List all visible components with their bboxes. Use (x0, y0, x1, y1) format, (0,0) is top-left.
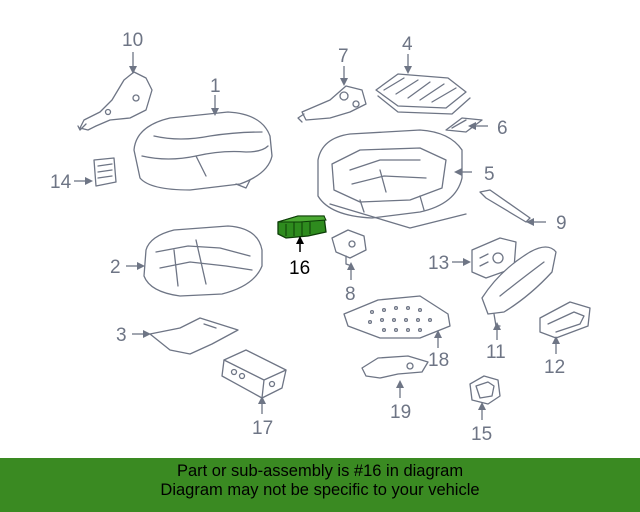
part-10 (77, 52, 153, 131)
part-14 (74, 157, 117, 187)
part-3 (132, 317, 239, 355)
part-2 (126, 225, 263, 297)
part-9 (479, 189, 546, 226)
part-12 (539, 301, 591, 354)
callout-3: 3 (116, 325, 127, 346)
part-7 (297, 66, 367, 123)
callout-5: 5 (484, 164, 495, 185)
part-6 (445, 117, 488, 133)
callout-6: 6 (497, 118, 508, 139)
callout-9: 9 (556, 213, 567, 234)
banner-line-part: Part or sub-assembly is #16 in diagram (176, 462, 464, 480)
callout-19: 19 (390, 402, 411, 423)
banner-line-disclaimer: Diagram may not be specific to your vehi… (160, 481, 480, 499)
callout-12: 12 (544, 357, 565, 378)
callout-17: 17 (252, 418, 273, 439)
part-17 (221, 349, 287, 414)
part-13 (452, 237, 517, 279)
callout-16: 16 (289, 258, 310, 279)
callout-4: 4 (402, 34, 413, 55)
callout-11: 11 (486, 342, 506, 363)
part-4 (375, 54, 471, 115)
callout-14: 14 (50, 172, 72, 193)
info-banner: Part or sub-assembly is #16 in diagram D… (0, 458, 640, 512)
part-8 (331, 229, 367, 280)
part-1 (133, 95, 273, 191)
seat-parts-diagram: 10 1 14 7 4 6 5 9 16 8 2 13 11 12 18 3 1… (50, 30, 591, 445)
callout-10: 10 (122, 30, 143, 51)
callout-1: 1 (210, 76, 221, 97)
part-15 (469, 375, 501, 420)
callout-13: 13 (428, 253, 449, 274)
callout-8: 8 (345, 284, 356, 305)
callout-15: 15 (471, 424, 492, 445)
part-16-highlighted (277, 215, 327, 252)
part-5 (317, 129, 472, 229)
part-11 (481, 246, 557, 340)
part-18 (343, 295, 451, 348)
part-19 (361, 355, 429, 398)
callout-2: 2 (110, 257, 121, 278)
callout-18: 18 (428, 350, 449, 371)
callout-7: 7 (338, 46, 349, 67)
